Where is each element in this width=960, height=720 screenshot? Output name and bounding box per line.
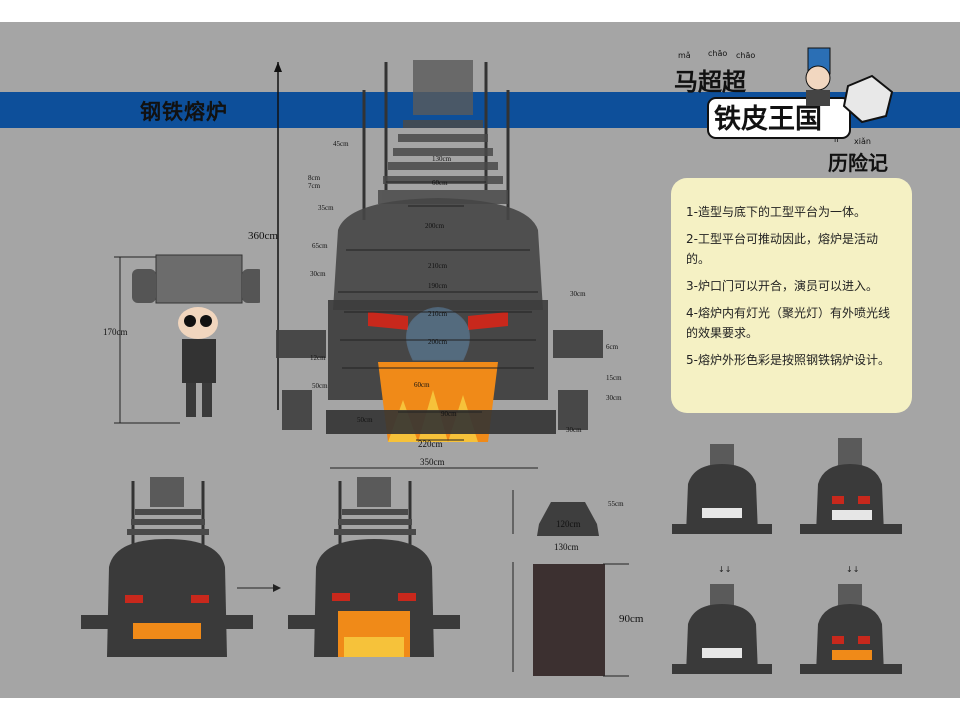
character-height-label: 170cm [103, 327, 128, 337]
furnace-render-open [282, 477, 462, 667]
arrow-right-icon [237, 578, 281, 592]
note-item: 4-熔炉内有灯光（聚光灯）有外喷光线的效果要求。 [686, 306, 890, 340]
logo-pinyin-li: lì [834, 135, 838, 144]
dim-190cm: 190cm [428, 282, 448, 290]
dim-50cm-bottom: 50cm [357, 416, 373, 424]
page-title: 钢铁熔炉 [140, 100, 228, 124]
dim-small: 12cm [310, 354, 326, 362]
note-item: 5-熔炉外形色彩是按照钢铁锅炉设计。 [686, 353, 890, 367]
dim-small: 8cm [308, 174, 321, 182]
logo: mǎ chāo chāo 马超超 lì xiǎn 历险记 铁皮王国 [660, 30, 920, 180]
main-furnace-drawing [268, 60, 608, 485]
dim-210cm-b: 210cm [428, 310, 448, 318]
body-width-label: 130cm [554, 542, 579, 552]
dim-130cm: 130cm [432, 155, 452, 163]
state-render [800, 584, 902, 674]
dim-small: 15cm [606, 374, 622, 382]
logo-pinyin-xian: xiǎn [854, 137, 871, 146]
logo-character-icon [805, 47, 831, 106]
body-height-label: 90cm [619, 613, 644, 625]
note-item: 2-工型平台可推动因此，熔炉是活动的。 [686, 232, 878, 266]
dim-small: 30cm [570, 290, 586, 298]
logo-bolt-icon [842, 74, 894, 124]
dim-200cm-b: 200cm [428, 338, 448, 346]
character-reference [100, 247, 264, 432]
dim-60cm-top: 60cm [432, 179, 448, 187]
note-item: 3-炉口门可以开合，演员可以进入。 [686, 279, 878, 293]
state-render [800, 438, 902, 534]
down-arrow-icon: ↓↓ [846, 565, 859, 574]
logo-pinyin-chao1: chāo [708, 49, 727, 58]
logo-line2: 铁皮王国 [714, 104, 822, 135]
dim-small: 30cm [606, 394, 622, 402]
dim-small: 7cm [308, 182, 321, 190]
dim-50cm-side: 50cm [312, 382, 328, 390]
state-render [672, 584, 772, 674]
state-render [672, 444, 772, 534]
note-item: 1-造型与底下的工型平台为一体。 [686, 205, 866, 219]
dim-220cm: 220cm [418, 439, 443, 449]
notes-box: 1-造型与底下的工型平台为一体。 2-工型平台可推动因此，熔炉是活动的。 3-炉… [671, 178, 912, 413]
logo-pinyin-chao2: chāo [736, 51, 755, 60]
state-renders-grid: ↓↓ ↓↓ [668, 434, 910, 684]
dim-200cm-top: 200cm [425, 222, 445, 230]
logo-line1: 马超超 [674, 68, 747, 96]
dim-small: 35cm [318, 204, 334, 212]
dim-small: 30cm [566, 426, 582, 434]
lid-width-label: 120cm [556, 519, 581, 529]
dim-90cm: 90cm [441, 410, 457, 418]
dim-60cm-mouth: 60cm [414, 381, 430, 389]
furnace-render-closed [75, 477, 255, 667]
total-height-label: 360cm [248, 230, 278, 242]
dim-small: 65cm [312, 242, 328, 250]
dim-210cm: 210cm [428, 262, 448, 270]
dim-small: 30cm [310, 270, 326, 278]
dim-small: 45cm [333, 140, 349, 148]
design-board: 钢铁熔炉 mǎ chāo chāo 马超超 lì xiǎn 历险记 铁皮王国 [0, 22, 960, 698]
dim-small: 6cm [606, 343, 619, 351]
down-arrow-icon: ↓↓ [718, 565, 731, 574]
logo-pinyin-ma: mǎ [678, 51, 691, 60]
parts-drawing [505, 484, 635, 698]
logo-line3: 历险记 [828, 151, 888, 175]
dim-350cm: 350cm [420, 457, 445, 467]
lid-height-label: 55cm [608, 500, 624, 508]
